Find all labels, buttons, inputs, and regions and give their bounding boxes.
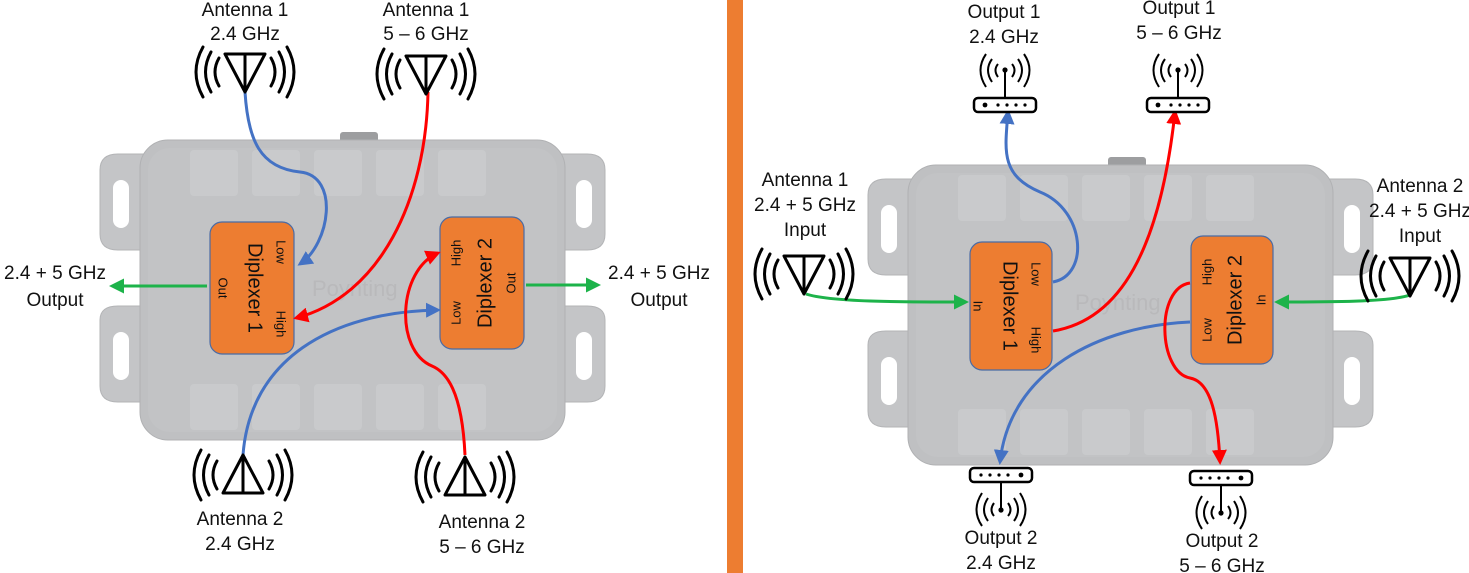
port-in: In [1253,295,1268,306]
output-left: 2.4 + 5 GHz Output [4,263,106,311]
left-panel-combiner: Poynting Diplexer 1 Low High Out Diplexe… [4,0,710,558]
port-low: Low [1029,262,1044,286]
output-right: 2.4 + 5 GHz Output [608,263,710,311]
wire-ant1-24-to-d1-low [243,91,328,266]
antenna-icon [192,448,294,502]
diplexer-1-right: Diplexer 1 Low High In [969,241,1053,371]
antenna-2-56ghz: Antenna 2 5 – 6 GHz [414,450,526,558]
port-out: Out [503,272,518,293]
antenna-1-24ghz: Antenna 1 2.4 GHz [194,0,296,99]
diplexer-name: Diplexer 2 [1224,255,1246,345]
output-2-56ghz: Output 2 5 – 6 GHz [1179,469,1265,573]
antenna-icon [375,47,477,101]
label-line2: 2.4 + 5 GHz [1369,201,1469,222]
router-icon [1145,52,1211,114]
label-line2: 2.4 GHz [205,534,275,555]
label-line1: Antenna 1 [202,0,289,21]
diplexer-name: Diplexer 2 [474,238,496,328]
label-line3: Input [784,220,827,241]
label-line1: Antenna 2 [197,509,284,530]
router-icon [1188,469,1254,531]
label-line2: 5 – 6 GHz [1136,23,1222,44]
label-line2: 2.4 GHz [210,24,280,45]
port-out: Out [216,278,231,299]
port-high: High [1199,259,1214,286]
output-1-24ghz: Output 1 2.4 GHz [968,2,1041,114]
antenna-1-input: Antenna 1 2.4 + 5 GHz Input [753,170,856,301]
label-line2: Output [26,290,84,311]
diplexer-name: Diplexer 1 [999,261,1021,351]
wire-ant2-56-to-d2-high [404,250,467,456]
antenna-icon [753,247,855,301]
output-1-56ghz: Output 1 5 – 6 GHz [1136,0,1222,114]
label-line1: 2.4 + 5 GHz [608,263,710,284]
label-line2: 2.4 + 5 GHz [754,195,856,216]
wire-d1-low-to-out1-24 [999,109,1080,284]
label-line1: Output 2 [965,528,1038,549]
port-low: Low [1199,317,1214,341]
wire-ant2-to-d2-in [1274,293,1411,310]
right-panel-splitter: Poynting Diplexer 1 Low High In Diplexer… [753,0,1469,573]
antenna-2-24ghz: Antenna 2 2.4 GHz [192,448,294,555]
antenna-2-input: Antenna 2 2.4 + 5 GHz Input [1359,176,1469,303]
label-line2: 5 – 6 GHz [1179,556,1265,573]
diplexer-2-right: Diplexer 2 Low High In [1190,235,1274,365]
diplexer-1-left: Diplexer 1 Low High Out [209,221,295,355]
diplexer-name: Diplexer 1 [244,243,266,333]
antenna-icon [194,45,296,99]
port-low: Low [274,240,289,264]
antenna-1-56ghz: Antenna 1 5 – 6 GHz [375,0,477,101]
label-line2: 2.4 GHz [966,553,1036,573]
port-in: In [971,301,986,312]
label-line2: 2.4 GHz [969,27,1039,48]
label-line2: 5 – 6 GHz [383,24,469,45]
router-icon [968,466,1034,528]
label-line1: Output 1 [1143,0,1216,19]
label-line2: 5 – 6 GHz [439,537,525,558]
label-line1: 2.4 + 5 GHz [4,263,106,284]
port-high: High [1029,327,1044,354]
port-high: High [448,240,463,267]
router-icon [972,52,1038,114]
output-2-24ghz: Output 2 2.4 GHz [965,466,1038,573]
label-line3: Input [1399,226,1442,247]
label-line1: Antenna 2 [439,512,526,533]
antenna-icon [414,450,516,504]
port-low: Low [448,300,463,324]
label-line1: Output 1 [968,2,1041,23]
label-line1: Antenna 2 [1377,176,1464,197]
wire-d2-low-to-out2-24 [993,320,1191,465]
diplexer-2-left: Diplexer 2 Low High Out [439,216,525,350]
wire-ant1-to-d1-in [805,292,969,310]
watermark: Poynting [312,276,398,301]
wire-ant2-24-to-d2-low [241,302,441,456]
antenna-icon [1359,249,1461,303]
panel-divider [727,0,743,573]
label-line1: Antenna 1 [383,0,470,21]
label-line2: Output [630,290,688,311]
wire-d1-high-to-out1-56 [1052,109,1182,333]
wire-d2-high-to-out2-56 [1163,281,1227,465]
port-high: High [274,311,289,338]
label-line1: Output 2 [1186,531,1259,552]
label-line1: Antenna 1 [762,170,849,191]
wire-ant1-56-to-d1-high [293,91,430,323]
